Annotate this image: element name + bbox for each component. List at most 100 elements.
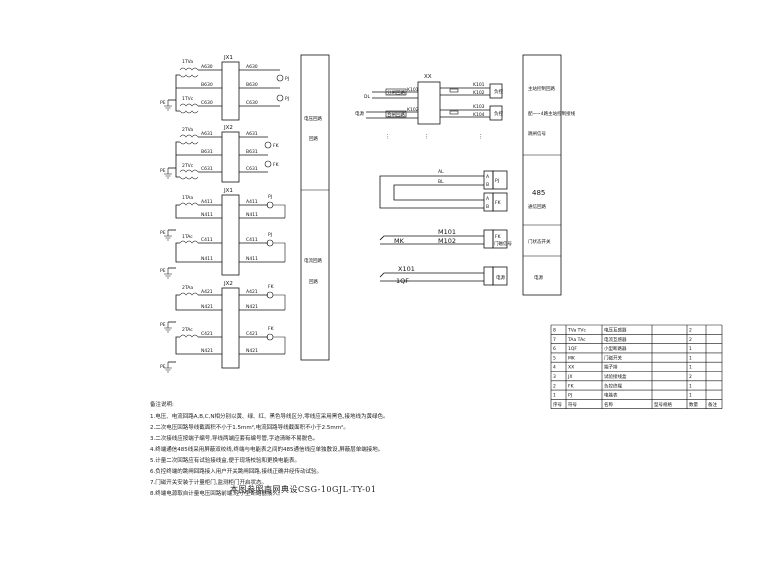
meter-label: PJ bbox=[268, 194, 272, 200]
circuit-side-panel bbox=[300, 54, 330, 361]
wire-label: N421 bbox=[201, 348, 213, 354]
wire-label: A630 bbox=[201, 64, 213, 70]
note-line: 6.负控终端的跳闸回路接入用户开关跳闸回路,接线正确并经传动试验。 bbox=[150, 469, 322, 475]
dev-label: 负控 bbox=[494, 110, 503, 117]
row-label: K101 bbox=[407, 87, 419, 93]
terminal-block-jx2-bottom bbox=[221, 287, 240, 369]
table-cell-qty: 1 bbox=[689, 346, 692, 352]
voltage-group-pj: 1TVa 1TVc PE A630 B630 C630 A630 B630 C6… bbox=[160, 59, 289, 114]
table-cell-code: PJ bbox=[568, 393, 572, 399]
reference-caption: 本图参照南网典设CSG-10GJL-TY-01 bbox=[230, 485, 377, 494]
fk-label: FK bbox=[495, 234, 502, 240]
table-cell-code: XX bbox=[568, 365, 574, 371]
bracket-label: 分闸回路 bbox=[387, 89, 405, 96]
door-label: 门状态开关 bbox=[528, 238, 551, 245]
rs485-sub: 通信回路 bbox=[528, 203, 546, 210]
table-header-cell: 名称 bbox=[604, 401, 613, 408]
terminal-strip-xx bbox=[417, 81, 441, 125]
meter-label: PJ bbox=[268, 232, 272, 238]
table-cell-name: 试验接线盒 bbox=[604, 373, 627, 380]
table-cell-code: 1QF bbox=[568, 346, 577, 352]
current-group-fk: 2TAa 2TAc PE PE A421 N421 C421 N421 A421… bbox=[160, 284, 286, 370]
wire-label: B630 bbox=[201, 82, 213, 88]
meter-label: FK bbox=[268, 284, 275, 290]
voltage-group-fk: 2TVa 2TVc PE A631 B631 C631 A631 B631 C6… bbox=[160, 127, 280, 180]
pe-label: PE bbox=[160, 322, 166, 328]
control-info-panel bbox=[522, 54, 562, 296]
fk-label: FK bbox=[495, 200, 502, 206]
pin-a: A bbox=[486, 196, 490, 202]
wire-label: C631 bbox=[201, 166, 213, 172]
ct-label: 1TVa bbox=[182, 59, 193, 65]
notes-head: 备注说明: bbox=[150, 402, 174, 408]
table-cell-no: 5 bbox=[553, 355, 556, 361]
ground-symbols bbox=[164, 100, 172, 373]
wire-label: C421 bbox=[201, 331, 213, 337]
note-line: 2.二次电压回路导线截面积不小于1.5mm²,电流回路导线截面积不小于2.5mm… bbox=[150, 425, 349, 431]
note-line: 1.电压、电流回路A,B,C,N相分别以黄、绿、红、黑色导线区分,零线应采用黑色… bbox=[150, 414, 389, 420]
xx-label: XX bbox=[424, 74, 432, 80]
wire-label: N411 bbox=[246, 212, 258, 218]
wire-label: A411 bbox=[201, 199, 213, 205]
table-cell-qty: 2 bbox=[689, 337, 692, 343]
note-line: 4.终端通信485线采用屏蔽双绞线,终端与电能表之间的485通信线应单独敷设,屏… bbox=[150, 447, 384, 453]
trip-control-wiring: 分闸回路 合闸回路 K101 K102 K101 K102 K103 K104 … bbox=[366, 82, 503, 121]
table-cell-no: 2 bbox=[553, 383, 556, 389]
table-header-cell: 型号规格 bbox=[654, 401, 672, 408]
side-label-current: 电流回路 bbox=[304, 257, 322, 264]
wire-label: C630 bbox=[201, 100, 213, 106]
table-cell-qty: 1 bbox=[689, 355, 692, 361]
ct-label: 2TAc bbox=[182, 327, 193, 333]
wire-label: N411 bbox=[246, 256, 258, 262]
wire-label: N411 bbox=[201, 256, 213, 262]
wire-label: N421 bbox=[201, 304, 213, 310]
table-cell-qty: 1 bbox=[689, 393, 692, 399]
box-label: 跳闸信号 bbox=[528, 130, 546, 137]
side-sub-current: 回路 bbox=[309, 278, 318, 285]
table-cell-code: TVa TVc bbox=[567, 328, 586, 334]
wire-label: A631 bbox=[246, 131, 258, 137]
wire-label: C630 bbox=[246, 100, 258, 106]
row-label: K101 bbox=[473, 82, 485, 88]
wire-label: N421 bbox=[246, 348, 258, 354]
door-switch-wiring: FK 门磁信号 M101 M102 MK bbox=[379, 228, 512, 249]
cable-label: AL bbox=[438, 169, 444, 175]
pe-label: PE bbox=[160, 230, 166, 236]
table-header-cell: 备注 bbox=[708, 401, 717, 408]
terminal-label: JX2 bbox=[223, 125, 233, 131]
table-cell-code: FK bbox=[568, 383, 575, 389]
ct-label: 1TAa bbox=[182, 195, 193, 201]
row-label: K104 bbox=[473, 112, 485, 118]
wire-label: A630 bbox=[246, 64, 258, 70]
table-cell-no: 7 bbox=[553, 337, 556, 343]
table-cell-qty: 2 bbox=[689, 374, 692, 380]
notes-block: 备注说明: 1.电压、电流回路A,B,C,N相分别以黄、绿、红、黑色导线区分,零… bbox=[150, 400, 480, 500]
side-sub-voltage: 回路 bbox=[309, 135, 318, 142]
table-cell-code: MK bbox=[568, 355, 576, 361]
ct-label: 2TVa bbox=[182, 127, 193, 133]
note-line: 5.计量二次回路应有试验接线盒,便于现场校验和更换电能表。 bbox=[150, 458, 300, 464]
meter-label: PJ bbox=[285, 96, 289, 102]
pin-b: B bbox=[486, 182, 489, 188]
meter-label: PJ bbox=[285, 76, 289, 82]
wire-label: C411 bbox=[201, 237, 213, 243]
box-label: 配一~4路主站控制接线 bbox=[528, 110, 576, 117]
rs485-label: 485 bbox=[532, 189, 545, 197]
table-cell-no: 4 bbox=[553, 365, 556, 371]
terminal-block-jx2-top bbox=[221, 131, 240, 183]
bracket-label: 合闸回路 bbox=[387, 111, 405, 118]
table-cell-code: TAa TAc bbox=[567, 337, 586, 343]
row-label: K102 bbox=[473, 90, 485, 96]
wire-label: B630 bbox=[246, 82, 258, 88]
note-line: 3.二次接线应按端子编号,导线两端应套有编号管,字迹清晰不易脱色。 bbox=[150, 436, 319, 442]
meter-label: FK bbox=[273, 162, 280, 168]
dots: ⋮ bbox=[385, 134, 391, 140]
table-cell-name: 电能表 bbox=[604, 392, 618, 399]
table-cell-name: 电压互感器 bbox=[604, 327, 627, 334]
table-cell-name: 端子排 bbox=[604, 364, 618, 371]
wire-label: C411 bbox=[246, 237, 258, 243]
wire-label: A411 bbox=[246, 199, 258, 205]
power-wiring: X101 1QF 电源 bbox=[379, 265, 508, 286]
